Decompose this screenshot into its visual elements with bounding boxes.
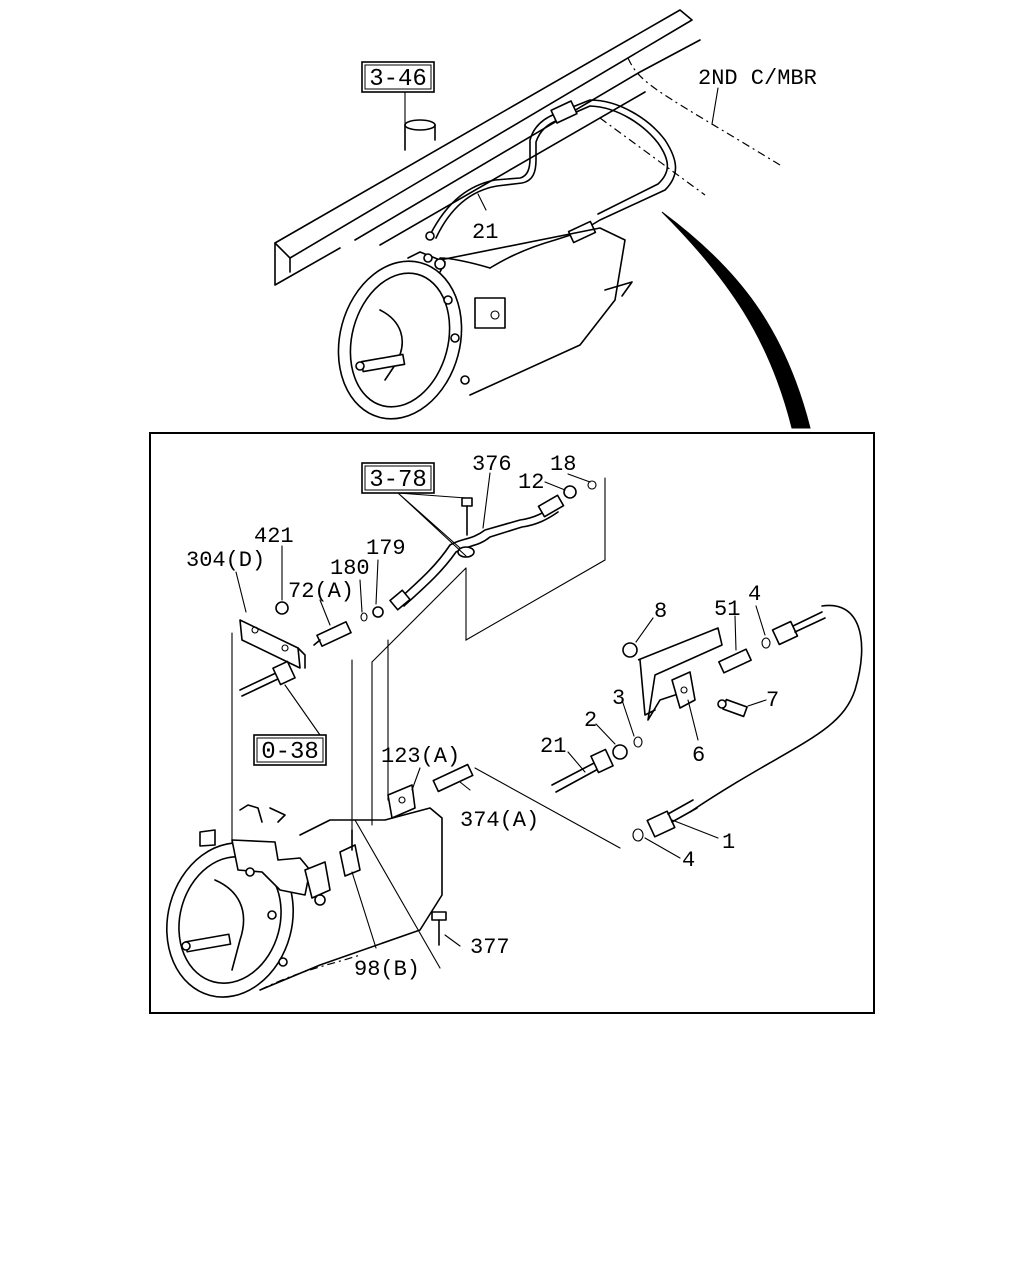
label-374a: 374(A)	[460, 808, 539, 833]
label-4-bot: 4	[682, 848, 695, 873]
detail-assembly	[166, 193, 863, 998]
long-bolt-1	[632, 799, 698, 842]
snap-ring-3	[633, 736, 643, 748]
bracket-6	[622, 627, 723, 721]
label-377: 377	[470, 935, 510, 960]
callout-labels: 2ND C/MBR 21 376 18 12 421 304(D) 179 18…	[186, 66, 817, 982]
label-8: 8	[654, 599, 667, 624]
ref-label-0-38: 0-38	[261, 739, 319, 766]
label-376: 376	[472, 452, 512, 477]
ref-label-3-46: 3-46	[369, 66, 427, 93]
overview-transmission	[337, 227, 633, 420]
label-4-top: 4	[748, 582, 761, 607]
small-hardware	[275, 480, 597, 622]
bolt-21	[551, 748, 614, 793]
label-3: 3	[612, 686, 625, 711]
label-21: 21	[540, 734, 566, 759]
label-72a: 72(A)	[288, 579, 354, 604]
fitting-374a	[432, 763, 474, 793]
detail-transmission	[166, 804, 443, 998]
nut-2	[612, 744, 628, 760]
bolt-7	[717, 698, 748, 718]
label-7: 7	[766, 688, 779, 713]
label-304d: 304(D)	[186, 548, 265, 573]
bracket-123a	[387, 784, 416, 819]
crossmember-stub	[404, 91, 436, 151]
ref-box-3-78[interactable]: 3-78	[361, 462, 435, 494]
fitting-51	[718, 648, 752, 674]
label-6: 6	[692, 743, 705, 768]
label-18: 18	[550, 452, 576, 477]
bracket-304	[239, 619, 306, 669]
bolt-377	[431, 911, 447, 946]
overview-assembly	[274, 9, 811, 429]
label-180: 180	[330, 556, 370, 581]
label-top-pipe: 21	[472, 220, 498, 245]
fitting-72a	[313, 621, 352, 647]
bracket-98b	[339, 829, 361, 877]
label-98b: 98(B)	[354, 957, 420, 982]
bolt-0-38	[239, 660, 321, 736]
label-1: 1	[722, 830, 735, 855]
label-179: 179	[366, 536, 406, 561]
ref-label-3-78: 3-78	[369, 467, 427, 494]
label-123a: 123(A)	[381, 744, 460, 769]
ref-box-0-38[interactable]: 0-38	[253, 734, 327, 766]
label-2: 2	[584, 708, 597, 733]
long-bolt-top	[761, 611, 826, 649]
frame-rail	[274, 9, 781, 286]
frame-member-leader	[711, 87, 719, 125]
guide-lines	[231, 477, 863, 969]
detail-frame	[149, 432, 875, 1014]
leader-lines	[235, 193, 767, 949]
detail-arrow	[661, 211, 811, 429]
ref-box-3-46[interactable]: 3-46	[361, 61, 435, 93]
label-12: 12	[518, 470, 544, 495]
pipe-376	[389, 494, 565, 611]
label-421: 421	[254, 524, 294, 549]
label-51: 51	[714, 597, 740, 622]
label-frame-member: 2ND C/MBR	[698, 66, 817, 91]
